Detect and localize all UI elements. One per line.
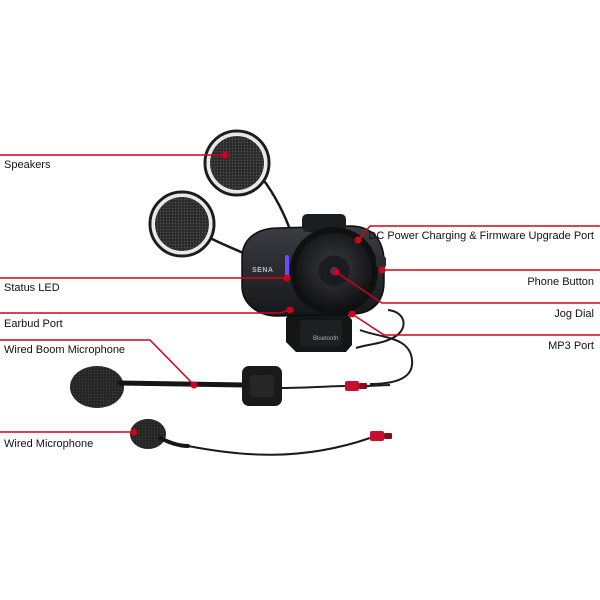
- label-mp3-port: MP3 Port: [548, 340, 594, 352]
- leader-boom-mic: [0, 339, 195, 386]
- label-wired-boom-microphone: Wired Boom Microphone: [4, 344, 126, 356]
- boom-microphone: [70, 366, 282, 408]
- boom-mic-cable: [281, 385, 346, 389]
- headset-unit: [241, 214, 386, 317]
- label-speakers: Speakers: [4, 159, 51, 171]
- leader-jog-dial-dot: [332, 268, 340, 276]
- speaker-upper: [203, 129, 271, 197]
- leader-earbud-port-dot: [286, 306, 294, 314]
- leader-phone-button-dot: [378, 266, 386, 274]
- brand-text: SENA: [252, 267, 273, 274]
- leader-speakers-dot: [221, 151, 229, 159]
- connector-cable: [366, 384, 391, 387]
- mount-clip: [286, 312, 352, 352]
- leader-lines: [0, 151, 600, 436]
- leader-dc-power-dot: [354, 236, 362, 244]
- leader-mp3-port-dot: [348, 310, 356, 318]
- leader-wired-mic-dot: [130, 428, 138, 436]
- bluetooth-text: Bluetooth: [313, 336, 338, 342]
- leader-status-led-dot: [283, 274, 291, 282]
- label-wired-microphone: Wired Microphone: [4, 438, 94, 450]
- leader-jog-dial: [335, 271, 600, 304]
- label-status-led: Status LED: [4, 282, 60, 294]
- unit-cable: [355, 309, 405, 349]
- leader-dc-power: [357, 225, 600, 241]
- leader-earbud-port: [0, 309, 291, 314]
- label-earbud-port: Earbud Port: [4, 318, 63, 330]
- label-dc-power-port: DC Power Charging & Firmware Upgrade Por…: [368, 230, 594, 242]
- wired-microphone: [130, 419, 190, 449]
- wired-mic-connector: [370, 431, 392, 441]
- leader-boom-mic-dot: [190, 381, 198, 389]
- mp3-cable: [359, 329, 414, 385]
- label-jog-dial: Jog Dial: [554, 308, 594, 320]
- speaker-lower: [148, 190, 216, 258]
- speaker-cable-upper: [261, 177, 294, 236]
- leader-mp3-port: [351, 313, 600, 336]
- label-phone-button: Phone Button: [527, 276, 594, 288]
- wired-mic-cable: [187, 437, 371, 456]
- inline-connector: [345, 381, 367, 391]
